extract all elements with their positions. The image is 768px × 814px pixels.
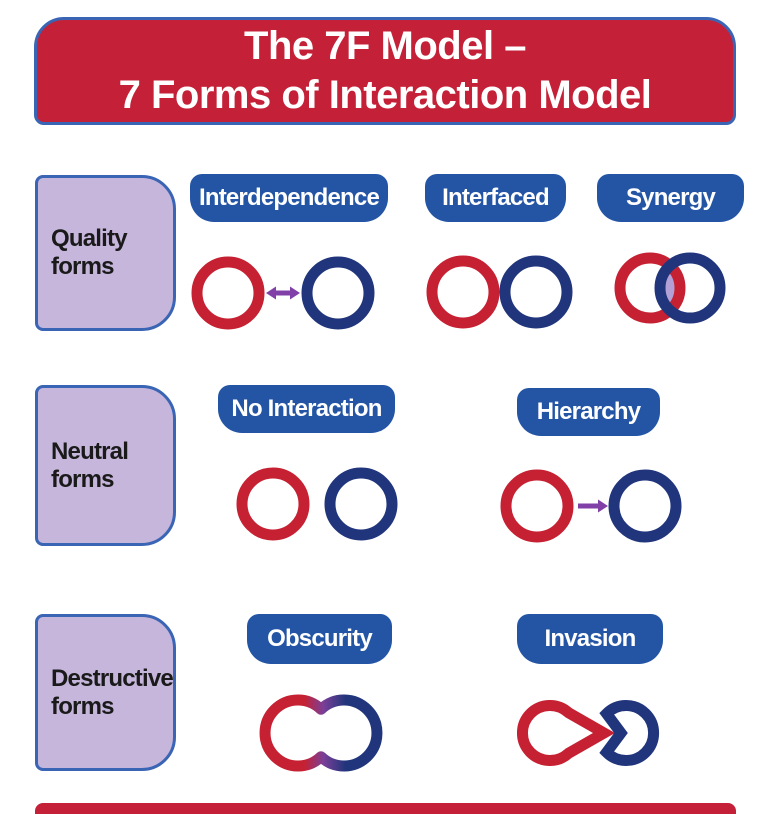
badge-interdependence-label: Interdependence xyxy=(198,184,380,211)
title-line-2: 7 Forms of Interaction Model xyxy=(118,73,652,117)
badge-synergy-label: Synergy xyxy=(625,184,716,211)
group-box-destructive-forms: Destructive forms xyxy=(35,614,176,771)
badge-hierarchy-label: Hierarchy xyxy=(536,398,641,425)
group-label-neutral-forms: Neutral forms xyxy=(51,437,129,493)
blue-pacman-icon xyxy=(599,700,660,766)
title-banner: The 7F Model – 7 Forms of Interaction Mo… xyxy=(34,17,736,125)
group-label-quality-forms: Quality forms xyxy=(51,225,128,280)
red-circle-icon xyxy=(614,252,686,324)
badge-synergy: Synergy xyxy=(597,174,744,222)
bottom-banner-partial xyxy=(35,803,736,814)
blue-circle-icon xyxy=(499,255,573,329)
blue-circle-icon xyxy=(324,467,398,541)
title-line-1: The 7F Model – xyxy=(244,24,526,69)
double-arrow-icon xyxy=(266,286,300,300)
blue-circle-icon xyxy=(654,252,726,324)
hierarchy-diagram xyxy=(500,469,682,543)
red-drop-icon xyxy=(517,700,616,766)
red-circle-icon xyxy=(236,467,310,541)
interdependence-diagram xyxy=(191,256,375,330)
no-interaction-diagram xyxy=(236,467,398,541)
blue-circle-icon xyxy=(301,256,375,330)
badge-obscurity: Obscurity xyxy=(247,614,392,664)
interfaced-diagram xyxy=(426,255,573,329)
badge-interdependence: Interdependence xyxy=(190,174,388,222)
invasion-diagram xyxy=(517,700,660,766)
synergy-diagram xyxy=(614,252,726,324)
red-circle-icon xyxy=(191,256,265,330)
merged-circles-icon xyxy=(259,694,383,772)
group-label-destructive-forms: Destructive forms xyxy=(51,664,174,720)
badge-no-interaction-label: No Interaction xyxy=(231,395,382,422)
red-circle-icon xyxy=(426,255,500,329)
badge-hierarchy: Hierarchy xyxy=(517,388,660,436)
badge-invasion-label: Invasion xyxy=(544,625,637,652)
badge-invasion: Invasion xyxy=(517,614,663,664)
badge-interfaced: Interfaced xyxy=(425,174,566,222)
badge-interfaced-label: Interfaced xyxy=(442,184,550,211)
badge-no-interaction: No Interaction xyxy=(218,385,395,433)
red-circle-icon xyxy=(500,469,574,543)
obscurity-diagram xyxy=(259,694,383,772)
group-box-quality-forms: Quality forms xyxy=(35,175,176,331)
right-arrow-icon xyxy=(578,499,608,513)
badge-obscurity-label: Obscurity xyxy=(267,625,373,652)
group-box-neutral-forms: Neutral forms xyxy=(35,385,176,546)
blue-circle-icon xyxy=(608,469,682,543)
